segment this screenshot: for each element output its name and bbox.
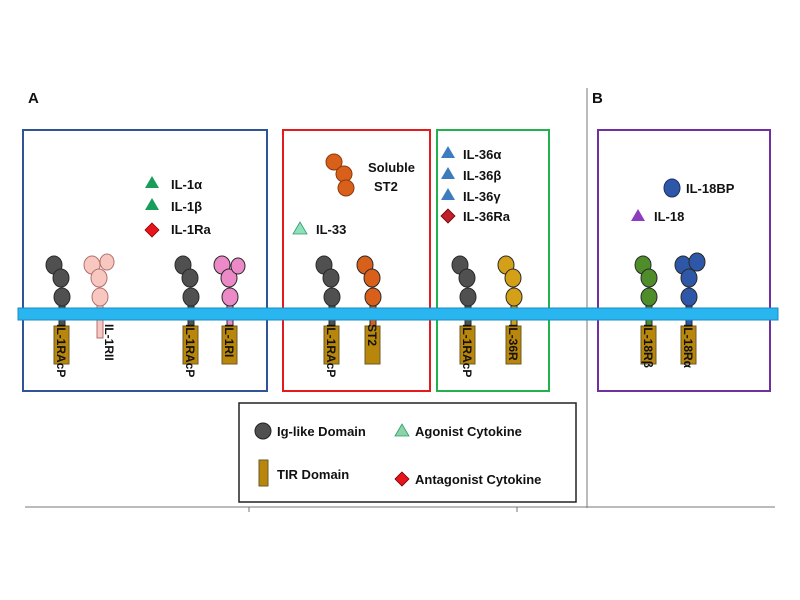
il1a-label: IL-1α bbox=[171, 177, 202, 192]
il18ra-receptor-ig-domain-extra bbox=[688, 252, 706, 272]
soluble-st2-label-line1: Soluble bbox=[368, 160, 415, 175]
legend-tir-domain-label: TIR Domain bbox=[277, 467, 349, 482]
il36b-agonist-triangle-icon bbox=[441, 167, 455, 179]
st2-receptor-label: ST2 bbox=[365, 324, 379, 346]
il1ri-receptor bbox=[213, 255, 246, 365]
panel-label-a: A bbox=[28, 90, 39, 107]
il36r-receptor-ig-domain-2 bbox=[504, 268, 522, 288]
il18bp-binding-protein-icon bbox=[663, 178, 681, 198]
il1b-agonist-triangle-icon bbox=[145, 198, 159, 210]
il36a-label: IL-36α bbox=[463, 147, 501, 162]
il1ri-receptor-ig-domain-extra bbox=[230, 257, 246, 275]
il18rb-receptor-ig-domain-2 bbox=[640, 268, 658, 288]
legend-ig-domain-icon bbox=[254, 422, 272, 440]
il18rb-receptor-tir-domain bbox=[640, 325, 657, 365]
il1racp-receptor-4 bbox=[451, 255, 477, 365]
il1racp-receptor-1-label: IL-1RAcP bbox=[54, 324, 68, 377]
il1rii-receptor-label: IL-1RII bbox=[102, 324, 116, 361]
legend-tir-domain-icon bbox=[258, 459, 269, 487]
legend-antagonist-label: Antagonist Cytokine bbox=[415, 472, 541, 487]
il18rb-receptor-ig-domain-3 bbox=[640, 287, 658, 307]
il36r-receptor-ig-domain-3 bbox=[505, 287, 523, 307]
il1racp-receptor-2-label: IL-1RAcP bbox=[183, 324, 197, 377]
st2-group-box bbox=[282, 129, 431, 392]
il1racp-receptor-3-tir-domain bbox=[323, 325, 340, 365]
il36g-label: IL-36γ bbox=[463, 189, 501, 204]
il1racp-receptor-4-ig-domain-2 bbox=[458, 268, 476, 288]
il36g-agonist-triangle-icon bbox=[441, 188, 455, 200]
il33-label: IL-33 bbox=[316, 222, 346, 237]
il36-group-box bbox=[436, 129, 550, 392]
il1racp-receptor-2-ig-domain-2 bbox=[181, 268, 199, 288]
il36r-receptor-tir-domain bbox=[505, 325, 522, 365]
il18ra-receptor-ig-domain-2 bbox=[680, 268, 698, 288]
il36r-receptor bbox=[497, 255, 523, 365]
il36r-receptor-label: IL-36R bbox=[506, 324, 520, 361]
il1ra-label: IL-1Ra bbox=[171, 222, 212, 237]
il18-agonist-triangle-icon bbox=[631, 209, 645, 221]
il18rb-receptor bbox=[634, 255, 658, 365]
il1rii-receptor-ig-domain-2 bbox=[90, 268, 108, 288]
legend-agonist-triangle-icon bbox=[394, 423, 410, 437]
il1a-agonist-triangle-icon bbox=[145, 176, 159, 188]
soluble-st2-label-line2: ST2 bbox=[374, 179, 398, 194]
il1racp-receptor-4-tir-domain bbox=[459, 325, 476, 365]
st2-receptor-tir-domain bbox=[364, 325, 381, 365]
il1rii-receptor-ig-domain-3 bbox=[91, 287, 109, 307]
cell-membrane bbox=[17, 307, 779, 321]
il18ra-receptor bbox=[674, 252, 706, 365]
il1ri-receptor-tir-domain bbox=[221, 325, 238, 365]
il18rb-receptor-label: IL-18Rβ bbox=[641, 324, 655, 368]
il1ri-receptor-label: IL-1RI bbox=[222, 324, 236, 357]
il1ri-receptor-ig-domain-2 bbox=[220, 268, 238, 288]
il1racp-receptor-3 bbox=[315, 255, 341, 365]
il36ra-antagonist-diamond-icon bbox=[440, 208, 456, 224]
il1b-label: IL-1β bbox=[171, 199, 202, 214]
il1ra-antagonist-diamond-icon bbox=[144, 222, 160, 238]
il1racp-receptor-1-ig-domain-2 bbox=[52, 268, 70, 288]
il1racp-receptor-4-ig-domain-3 bbox=[459, 287, 477, 307]
il1racp-receptor-2-tir-domain bbox=[182, 325, 199, 365]
il1-group-box bbox=[22, 129, 268, 392]
il18ra-receptor-label: IL-18Rα bbox=[681, 324, 695, 369]
il1racp-receptor-4-label: IL-1RAcP bbox=[460, 324, 474, 377]
il1racp-receptor-2-ig-domain-3 bbox=[182, 287, 200, 307]
il18-group-box bbox=[597, 129, 771, 392]
il36ra-label: IL-36Ra bbox=[463, 209, 511, 224]
legend-agonist-label: Agonist Cytokine bbox=[415, 424, 522, 439]
il18ra-receptor-ig-domain-3 bbox=[680, 287, 698, 307]
il1racp-receptor-1-ig-domain-3 bbox=[53, 287, 71, 307]
il18-label: IL-18 bbox=[654, 209, 684, 224]
il18bp-label: IL-18BP bbox=[686, 181, 735, 196]
il1rii-receptor bbox=[83, 253, 115, 307]
st2-receptor-ig-domain-3 bbox=[364, 287, 382, 307]
panel-label-b: B bbox=[592, 90, 603, 107]
il1racp-receptor-1-tir-domain bbox=[53, 325, 70, 365]
legend-box bbox=[238, 402, 577, 503]
il36b-label: IL-36β bbox=[463, 168, 501, 183]
st2-receptor-ig-domain-2 bbox=[363, 268, 381, 288]
il1racp-receptor-3-ig-domain-3 bbox=[323, 287, 341, 307]
il18ra-receptor-tir-domain bbox=[680, 325, 697, 365]
st2-receptor bbox=[356, 255, 382, 365]
il36a-agonist-triangle-icon bbox=[441, 146, 455, 158]
il1rii-receptor-ig-domain-extra bbox=[99, 253, 115, 271]
il1racp-receptor-2 bbox=[174, 255, 200, 365]
legend-ig-domain-label: Ig-like Domain bbox=[277, 424, 366, 439]
il33-agonist-triangle-icon bbox=[292, 221, 308, 235]
il1racp-receptor-3-label: IL-1RAcP bbox=[324, 324, 338, 377]
soluble-st2-icon bbox=[325, 153, 355, 197]
il1racp-receptor-1 bbox=[45, 255, 71, 365]
il1racp-receptor-3-ig-domain-2 bbox=[322, 268, 340, 288]
legend-antagonist-diamond-icon bbox=[394, 471, 410, 487]
il1ri-receptor-ig-domain-3 bbox=[221, 287, 239, 307]
